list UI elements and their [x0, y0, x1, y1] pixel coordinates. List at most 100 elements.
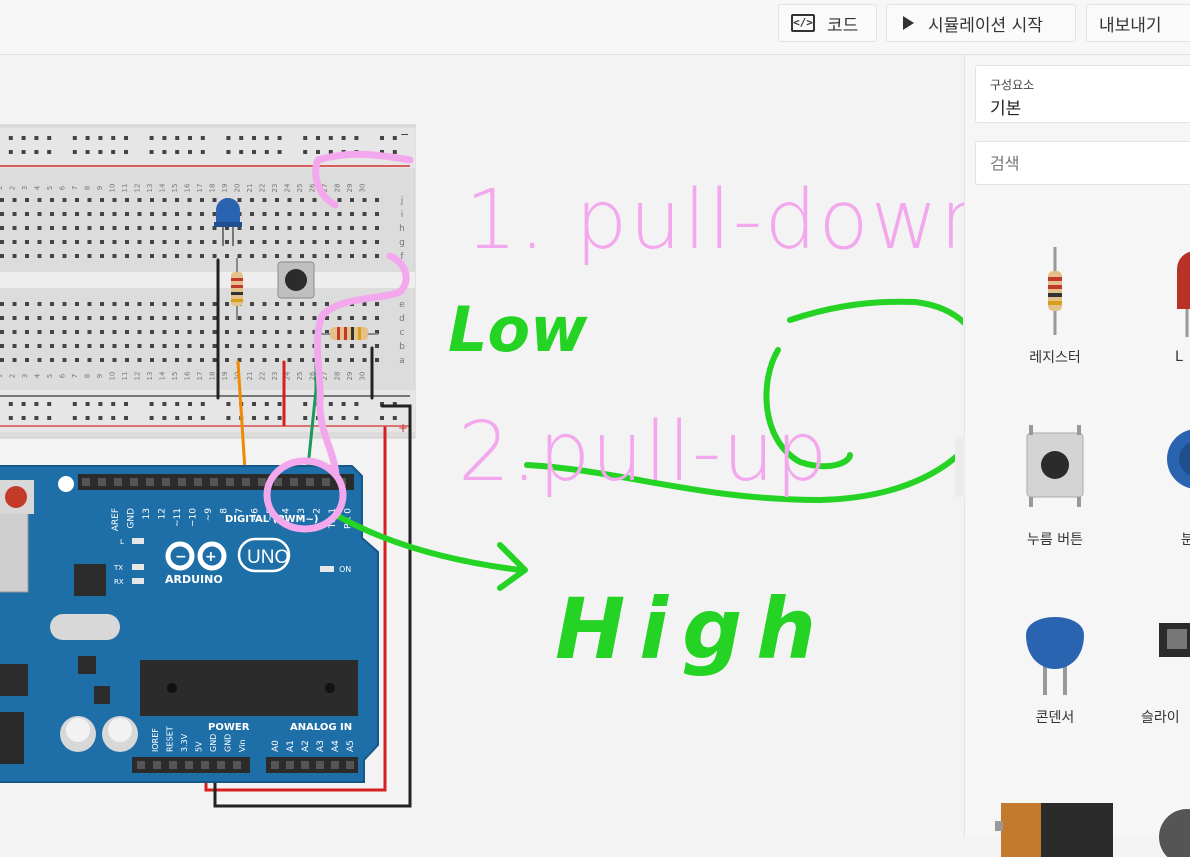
svg-text:16: 16	[184, 371, 192, 380]
svg-text:7: 7	[235, 508, 245, 514]
component-capacitor[interactable]: 콘덴서	[985, 601, 1125, 727]
battery-9v-icon[interactable]	[965, 797, 1190, 857]
svg-text:3.3V: 3.3V	[180, 733, 189, 752]
svg-text:10: 10	[109, 372, 117, 381]
svg-text:1: 1	[0, 374, 4, 378]
annotation-pull-up: 2.pull-up	[458, 405, 829, 500]
svg-text:GND: GND	[209, 734, 218, 752]
svg-text:A1: A1	[286, 740, 296, 752]
component-search-input[interactable]	[975, 141, 1190, 185]
svg-text:18: 18	[209, 184, 217, 193]
potentiometer-icon	[1167, 429, 1190, 489]
component-led-label: L	[1175, 349, 1183, 365]
code-icon: </>	[791, 14, 815, 32]
svg-text:13: 13	[146, 372, 154, 381]
svg-text:~10: ~10	[189, 508, 199, 527]
component-capacitor-label: 콘덴서	[1035, 710, 1075, 726]
svg-text:9: 9	[96, 374, 104, 378]
svg-text:8: 8	[220, 508, 230, 514]
svg-text:h: h	[399, 224, 405, 234]
pushbutton[interactable]	[277, 261, 315, 299]
svg-text:TX 1: TX 1	[328, 508, 338, 529]
svg-text:22: 22	[259, 184, 267, 193]
svg-text:15: 15	[171, 372, 179, 381]
components-value: 기본	[990, 99, 1022, 119]
component-pushbutton-label: 누름 버튼	[1027, 532, 1083, 548]
svg-text:24: 24	[284, 183, 292, 192]
arduino-uno-board[interactable]: − + UNO ARDUINO DIGITAL (PWM~) POWER ANA…	[0, 465, 379, 783]
svg-text:~9: ~9	[204, 508, 214, 522]
svg-text:20: 20	[234, 184, 242, 193]
rail-minus-label: −	[400, 128, 409, 141]
analog-label: ANALOG IN	[290, 722, 352, 733]
svg-text:4: 4	[282, 508, 292, 514]
breadboard[interactable]: 1122334455667788991010111112121313141415…	[0, 124, 416, 439]
svg-text:7: 7	[71, 374, 79, 378]
rx-label: RX	[114, 578, 124, 586]
svg-text:21: 21	[246, 372, 254, 381]
svg-text:A3: A3	[316, 740, 326, 752]
svg-text:24: 24	[284, 371, 292, 380]
component-potentiometer[interactable]: 분	[1125, 425, 1190, 549]
svg-text:9: 9	[96, 186, 104, 190]
svg-text:12: 12	[134, 372, 142, 381]
export-button-label: 내보내기	[1099, 15, 1162, 36]
svg-text:28: 28	[334, 184, 342, 193]
tx-label: TX	[113, 564, 123, 572]
svg-text:25: 25	[296, 184, 304, 193]
start-simulation-label: 시뮬레이션 시작	[928, 15, 1043, 36]
svg-text:1: 1	[0, 186, 4, 190]
svg-text:d: d	[399, 314, 405, 324]
component-potentiometer-label: 분	[1181, 532, 1190, 548]
svg-text:g: g	[399, 238, 405, 248]
components-label: 구성요소	[990, 78, 1035, 92]
component-slide-switch[interactable]: 슬라이	[1125, 601, 1190, 727]
breadboard-column-labels: 1122334455667788991010111112121313141415…	[0, 183, 367, 380]
resistor-icon	[1048, 247, 1062, 335]
svg-text:30: 30	[359, 184, 367, 193]
svg-text:21: 21	[246, 184, 254, 193]
panel-collapse-handle[interactable]	[955, 437, 965, 497]
svg-text:5V: 5V	[195, 741, 204, 752]
blue-led[interactable]	[214, 198, 242, 246]
component-resistor-label: 레지스터	[1029, 350, 1081, 366]
component-led[interactable]: L	[1125, 239, 1190, 365]
svg-text:26: 26	[309, 183, 317, 192]
arduino-model: UNO	[247, 547, 289, 568]
start-simulation-button[interactable]: 시뮬레이션 시작	[886, 4, 1076, 42]
svg-text:A0: A0	[271, 740, 281, 752]
resistor-vertical[interactable]	[231, 258, 243, 320]
capacitor-icon	[1026, 617, 1084, 695]
components-category-select[interactable]: 구성요소 기본	[975, 65, 1190, 123]
svg-text:6: 6	[59, 185, 67, 190]
svg-text:c: c	[400, 328, 405, 338]
svg-text:29: 29	[346, 184, 354, 193]
svg-text:A4: A4	[331, 740, 341, 752]
arduino-brand: ARDUINO	[165, 573, 223, 586]
led-icon	[1177, 251, 1190, 337]
components-panel: 구성요소 기본 레지스터 누름 버튼 콘덴서	[955, 55, 1190, 857]
export-button[interactable]: 내보내기	[1086, 4, 1190, 42]
svg-text:2: 2	[9, 374, 17, 378]
arduino-logo-icon	[165, 541, 227, 571]
circuit-canvas[interactable]: 1122334455667788991010111112121313141415…	[0, 55, 992, 837]
code-button-label: 코드	[827, 15, 859, 36]
svg-text:16: 16	[184, 183, 192, 192]
svg-text:4: 4	[34, 185, 42, 190]
svg-text:22: 22	[259, 372, 267, 381]
svg-text:RESET: RESET	[166, 726, 175, 752]
svg-text:14: 14	[159, 183, 167, 192]
svg-text:RX 0: RX 0	[344, 508, 354, 529]
annotation-high: High	[555, 580, 831, 678]
svg-text:26: 26	[309, 371, 317, 380]
component-pushbutton[interactable]: 누름 버튼	[985, 425, 1125, 549]
top-toolbar: </> 코드 시뮬레이션 시작 내보내기	[0, 0, 1190, 55]
svg-text:8: 8	[84, 186, 92, 190]
svg-text:13: 13	[146, 184, 154, 193]
svg-text:13: 13	[142, 508, 152, 519]
pushbutton-icon	[1026, 425, 1084, 507]
code-button[interactable]: </> 코드	[778, 4, 877, 42]
svg-text:27: 27	[321, 372, 329, 381]
svg-text:29: 29	[346, 372, 354, 381]
component-resistor[interactable]: 레지스터	[985, 245, 1125, 367]
